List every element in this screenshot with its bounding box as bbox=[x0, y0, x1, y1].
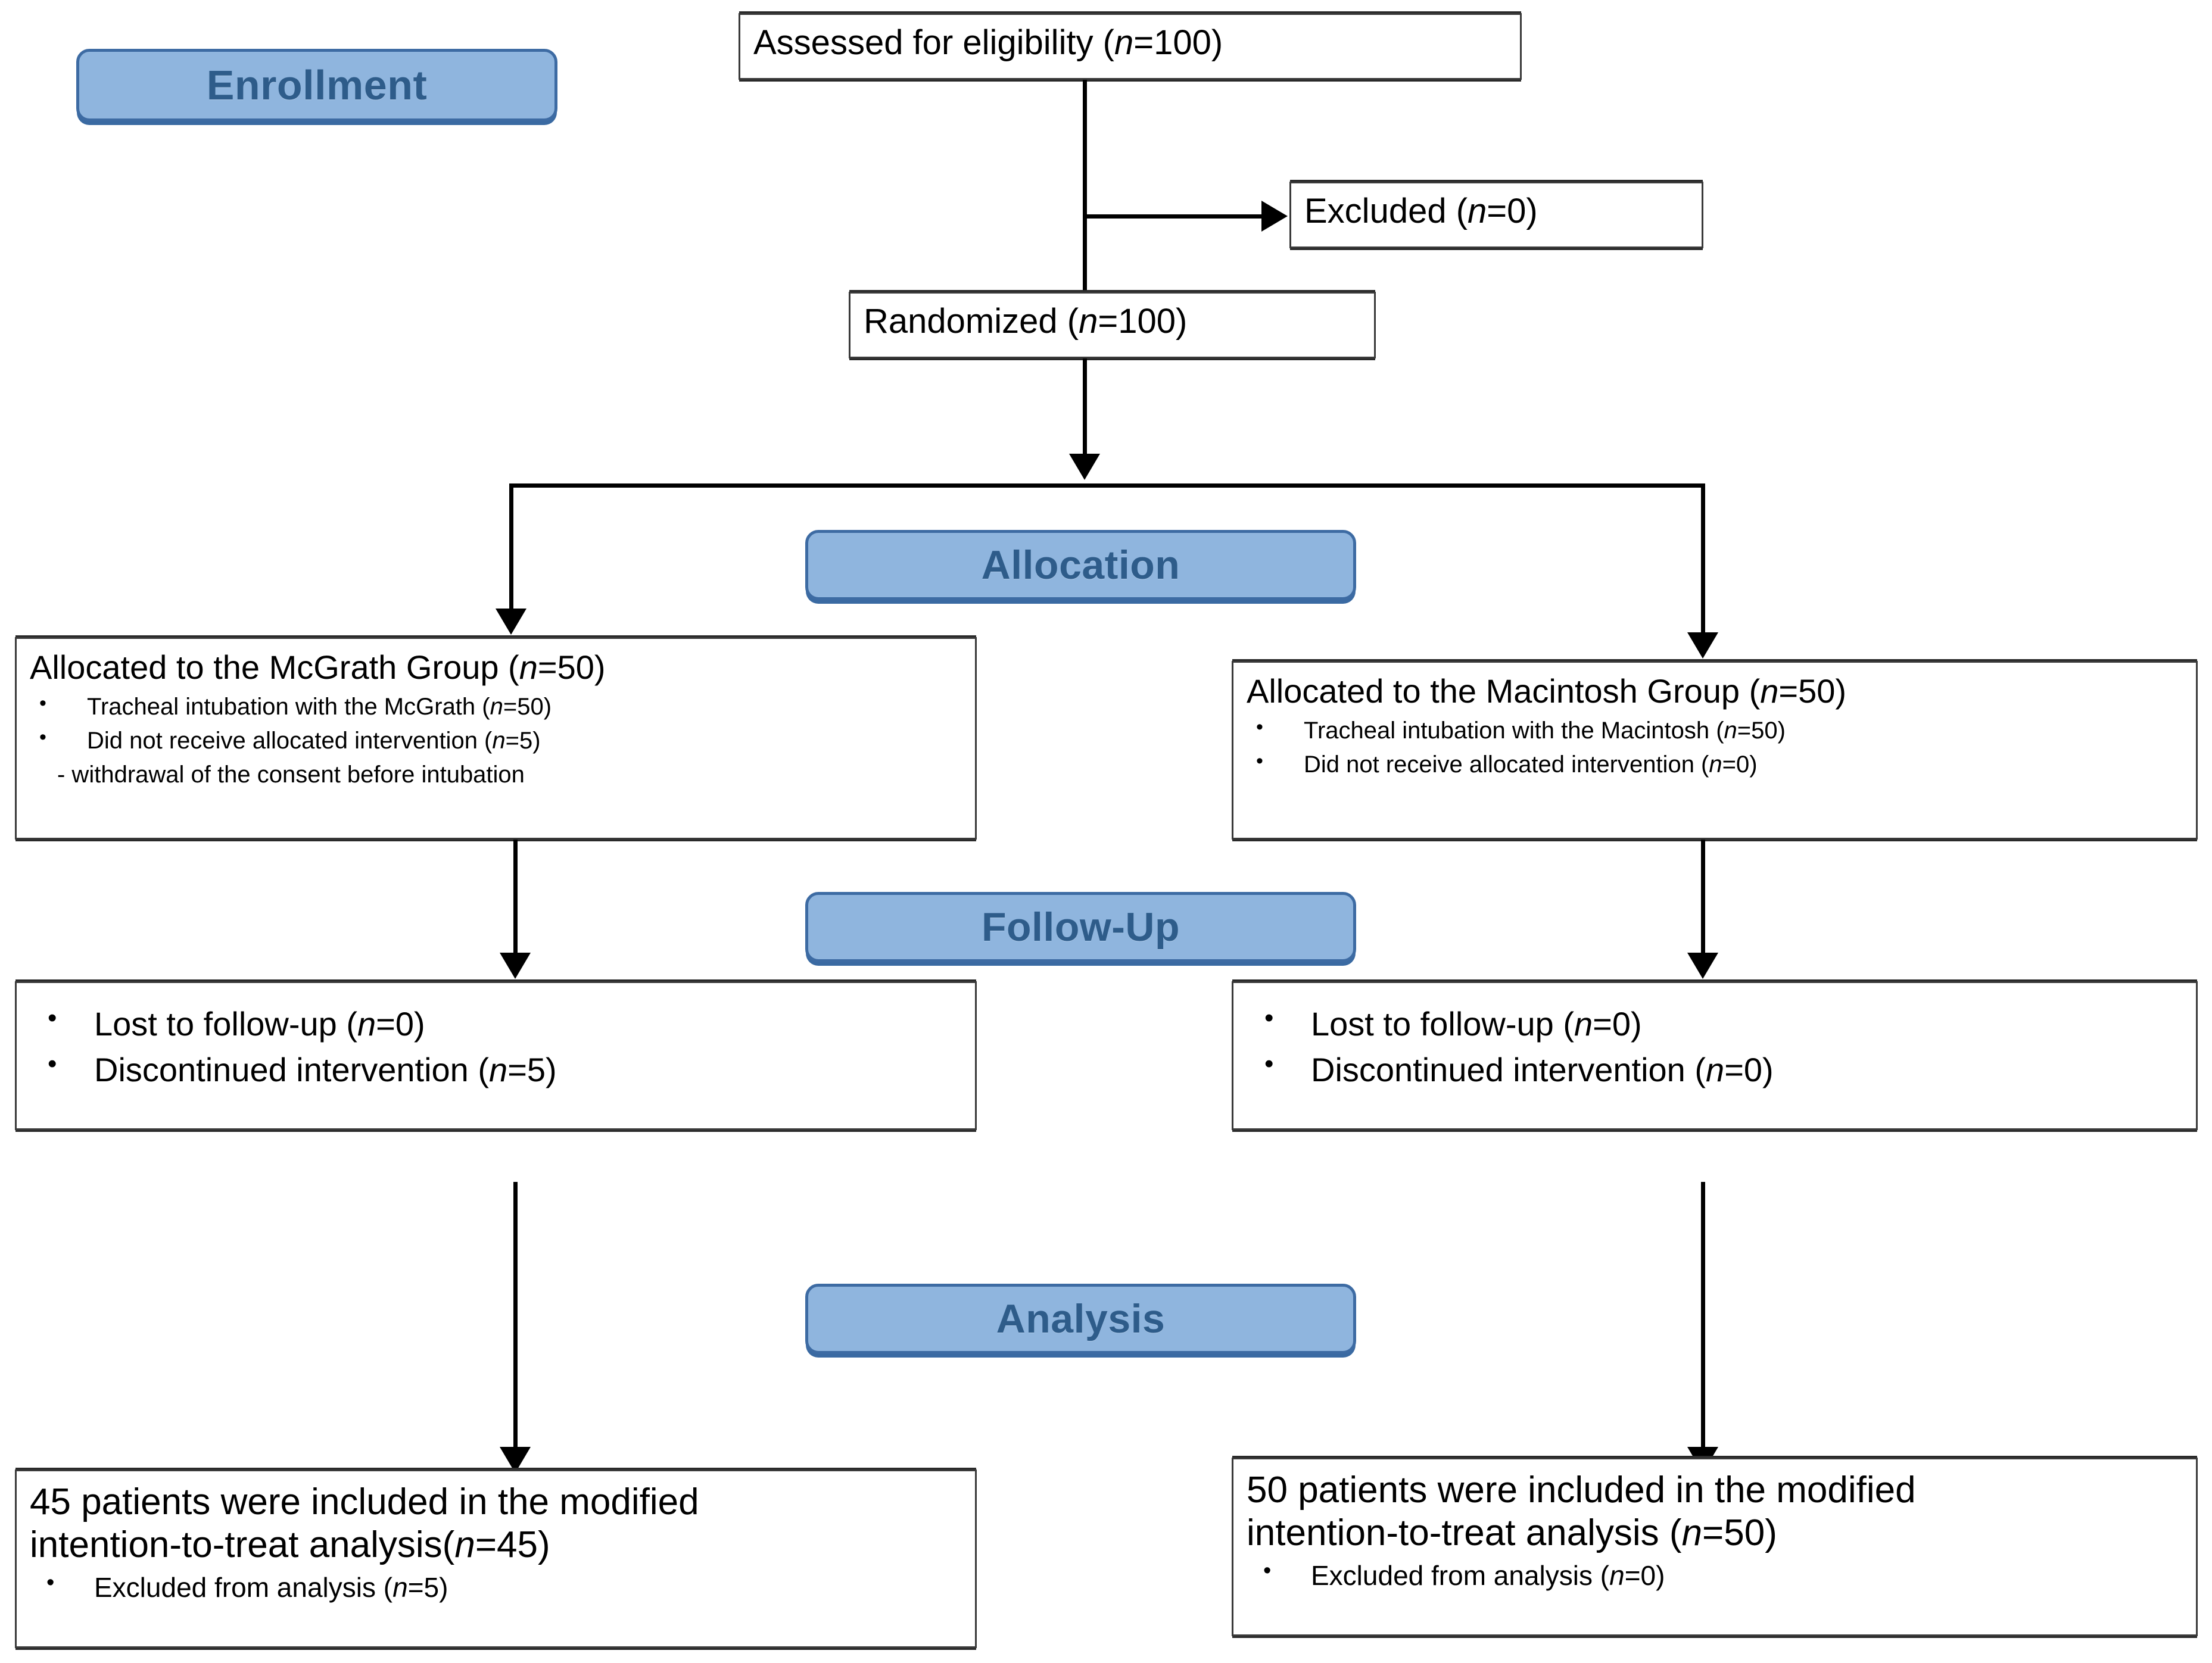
list-item: Tracheal intubation with the McGrath (n=… bbox=[30, 689, 962, 724]
stage-badge-allocation: Allocation bbox=[805, 530, 1356, 600]
analysis-macintosh-line2: intention-to-treat analysis (n=50) bbox=[1247, 1512, 1777, 1553]
stage-badge-analysis: Analysis bbox=[805, 1284, 1356, 1354]
followup-mcgrath-bullets: Lost to follow-up (n=0) Discontinued int… bbox=[30, 1000, 962, 1093]
list-item: Excluded from analysis (n=0) bbox=[1247, 1556, 2183, 1594]
list-item: Tracheal intubation with the Macintosh (… bbox=[1247, 713, 2183, 748]
box-analysis-macintosh: 50 patients were included in the modifie… bbox=[1232, 1458, 2198, 1636]
excluded-text: Excluded (n=0) bbox=[1304, 192, 1538, 230]
connector-assessed-to-randomized bbox=[1083, 80, 1087, 312]
box-analysis-mcgrath: 45 patients were included in the modifie… bbox=[15, 1469, 977, 1648]
box-assessed-for-eligibility: Assessed for eligibility (n=100) bbox=[739, 13, 1522, 80]
connector-allocation-split bbox=[509, 483, 1705, 488]
connector-to-excluded bbox=[1083, 214, 1261, 219]
allocated-mcgrath-headline: Allocated to the McGrath Group (n=50) bbox=[30, 648, 606, 686]
list-item: Lost to follow-up (n=0) bbox=[30, 1000, 962, 1047]
list-item: Discontinued intervention (n=5) bbox=[30, 1046, 962, 1093]
allocated-macintosh-headline: Allocated to the Macintosh Group (n=50) bbox=[1247, 672, 1847, 710]
connector-mcgrath-to-followup bbox=[513, 840, 518, 959]
arrowhead-randomized-stem bbox=[1069, 454, 1100, 480]
list-item: Discontinued intervention (n=0) bbox=[1247, 1046, 2183, 1093]
connector-followup-left-to-analysis bbox=[513, 1182, 518, 1453]
arrowhead-to-excluded bbox=[1261, 201, 1288, 232]
stage-badge-enrollment: Enrollment bbox=[76, 49, 557, 121]
arrowhead-split-right bbox=[1687, 632, 1718, 659]
analysis-macintosh-bullets: Excluded from analysis (n=0) bbox=[1247, 1556, 2183, 1594]
box-excluded: Excluded (n=0) bbox=[1289, 182, 1703, 248]
stage-label-allocation: Allocation bbox=[981, 542, 1180, 588]
arrowhead-followup-left-to-analysis bbox=[500, 1447, 531, 1473]
stage-label-followup: Follow-Up bbox=[981, 904, 1180, 950]
connector-followup-right-to-analysis bbox=[1701, 1182, 1705, 1453]
connector-macintosh-to-followup bbox=[1701, 840, 1705, 959]
followup-macintosh-bullets: Lost to follow-up (n=0) Discontinued int… bbox=[1247, 1000, 2183, 1093]
analysis-mcgrath-bullets: Excluded from analysis (n=5) bbox=[30, 1568, 962, 1606]
list-item: Excluded from analysis (n=5) bbox=[30, 1568, 962, 1606]
stage-label-analysis: Analysis bbox=[996, 1296, 1166, 1341]
box-followup-macintosh: Lost to follow-up (n=0) Discontinued int… bbox=[1232, 981, 2198, 1130]
box-allocated-macintosh: Allocated to the Macintosh Group (n=50) … bbox=[1232, 661, 2198, 840]
arrowhead-split-left bbox=[496, 609, 526, 635]
list-item: Did not receive allocated intervention (… bbox=[30, 723, 962, 758]
randomized-text: Randomized (n=100) bbox=[864, 302, 1188, 341]
arrowhead-mcgrath-to-followup bbox=[500, 953, 531, 979]
box-followup-mcgrath: Lost to follow-up (n=0) Discontinued int… bbox=[15, 981, 977, 1130]
allocated-mcgrath-bullets: Tracheal intubation with the McGrath (n=… bbox=[30, 689, 962, 758]
box-randomized: Randomized (n=100) bbox=[849, 292, 1376, 358]
connector-randomized-stem bbox=[1083, 358, 1087, 461]
allocated-mcgrath-subline: - withdrawal of the consent before intub… bbox=[57, 761, 525, 788]
assessed-text: Assessed for eligibility (n=100) bbox=[753, 23, 1223, 62]
box-allocated-mcgrath: Allocated to the McGrath Group (n=50) Tr… bbox=[15, 637, 977, 840]
allocated-macintosh-bullets: Tracheal intubation with the Macintosh (… bbox=[1247, 713, 2183, 782]
list-item: Lost to follow-up (n=0) bbox=[1247, 1000, 2183, 1047]
connector-split-right bbox=[1701, 483, 1705, 638]
analysis-macintosh-line1: 50 patients were included in the modifie… bbox=[1247, 1469, 1916, 1511]
connector-split-left bbox=[509, 483, 513, 614]
stage-label-enrollment: Enrollment bbox=[206, 62, 428, 108]
arrowhead-macintosh-to-followup bbox=[1687, 953, 1718, 979]
stage-badge-followup: Follow-Up bbox=[805, 892, 1356, 962]
analysis-mcgrath-line1: 45 patients were included in the modifie… bbox=[30, 1481, 699, 1522]
list-item: Did not receive allocated intervention (… bbox=[1247, 747, 2183, 782]
analysis-mcgrath-line2: intention-to-treat analysis(n=45) bbox=[30, 1524, 550, 1565]
